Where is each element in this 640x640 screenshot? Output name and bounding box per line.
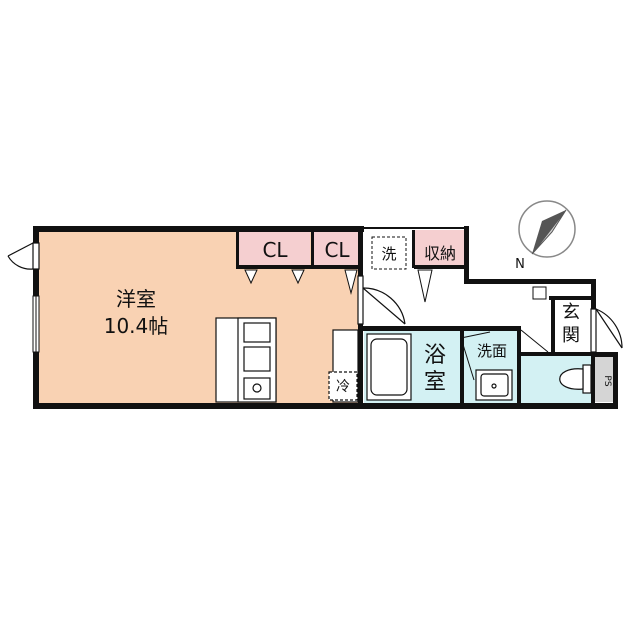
kitchen-counter (215, 317, 277, 403)
left-door (7, 242, 40, 270)
washer-space-label: 洗 (381, 245, 396, 263)
closet-2-area (313, 230, 359, 268)
bath-door (460, 331, 491, 381)
fridge-label: 冷 (336, 379, 350, 395)
entrance-label-line2: 関 (562, 325, 580, 346)
bath-label-line1: 浴 (424, 343, 446, 368)
interior-walls (358, 326, 595, 406)
wash-basin (475, 369, 513, 401)
storage-area (414, 230, 464, 268)
compass (518, 200, 576, 258)
entrance-fixture (532, 286, 547, 300)
pipe-space-area (594, 356, 616, 402)
closet-walls (236, 230, 466, 269)
closet-1-area (238, 230, 310, 268)
side-counter (328, 329, 359, 403)
bath-label-line2: 室 (424, 370, 446, 395)
pipe-space-label: PS (602, 375, 612, 386)
room-door (357, 275, 406, 325)
western-room-name: 洋室 (116, 287, 156, 311)
entrance-door (590, 308, 623, 353)
storage-label: 収納 (424, 244, 456, 263)
closet-door-marks (244, 269, 433, 303)
western-room-size: 10.4帖 (104, 314, 169, 338)
toilet (559, 364, 592, 394)
left-window (32, 295, 40, 353)
washroom-label: 洗面 (477, 342, 507, 360)
compass-north-label: N (515, 257, 525, 272)
closet-2-label: CL (324, 238, 350, 262)
bathtub (366, 333, 412, 401)
closet-1-label: CL (262, 238, 288, 262)
entrance-label-line1: 玄 (562, 302, 580, 323)
washer-space-box (371, 236, 407, 270)
